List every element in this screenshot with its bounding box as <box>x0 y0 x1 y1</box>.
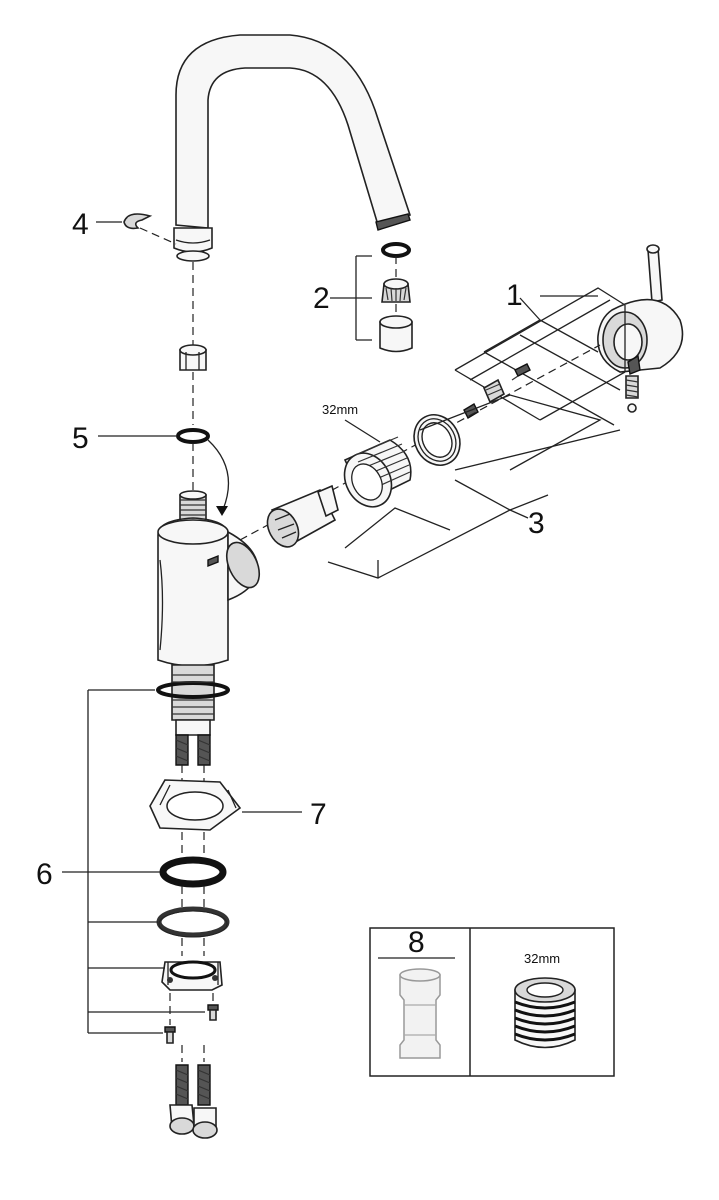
spout <box>173 34 412 262</box>
callout-6-label: 6 <box>36 858 53 891</box>
callout-6-bracket: 6 <box>36 689 205 1034</box>
handle-adapter-parts <box>463 363 531 419</box>
clip-part-4: 4 <box>72 208 177 245</box>
inset-thread-dimension: 32mm <box>524 951 560 966</box>
extension-cartridge-faded <box>399 968 441 1059</box>
callout-3-leader <box>509 509 529 519</box>
cartridge-nut-ring <box>413 414 461 466</box>
aerator-set-part-2: 2 <box>313 242 413 353</box>
fixing-screws <box>164 1004 219 1044</box>
inset-box-part-8: 8 32mm <box>369 926 615 1077</box>
callout-2-bracket <box>355 255 372 341</box>
cartridge-thread-dimension: 32mm <box>322 402 358 417</box>
body-shank <box>156 664 230 736</box>
callout-5-label: 5 <box>72 422 89 455</box>
callout-3-bracket: 3 <box>327 394 621 579</box>
hoses-upper <box>175 734 211 790</box>
callout-1-label: 1 <box>506 279 523 312</box>
clamp-plate <box>161 960 223 991</box>
lever-handle-part-1 <box>540 244 684 413</box>
threaded-sleeve: 32mm <box>322 402 412 508</box>
callout-3-label: 3 <box>528 507 545 540</box>
spout-nut <box>179 344 207 371</box>
callout-1-bracket: 1 <box>454 279 626 426</box>
faucet-body <box>157 490 261 667</box>
hoses-lower <box>169 1064 218 1139</box>
callout-4-label: 4 <box>72 208 89 241</box>
washer-set-part-6 <box>156 856 230 956</box>
callout-2-label: 2 <box>313 282 330 315</box>
callout-8-label: 8 <box>408 926 425 959</box>
fixing-plate-part-7: 7 <box>149 779 327 831</box>
cartridge <box>266 484 339 548</box>
fitting-arrowhead <box>216 506 228 516</box>
fitting-arrow <box>207 439 230 513</box>
callout-1-leader <box>519 297 541 321</box>
callout-7-label: 7 <box>310 798 327 831</box>
o-ring-part-5: 5 <box>72 422 210 455</box>
threaded-adapter-inset <box>514 977 576 1049</box>
